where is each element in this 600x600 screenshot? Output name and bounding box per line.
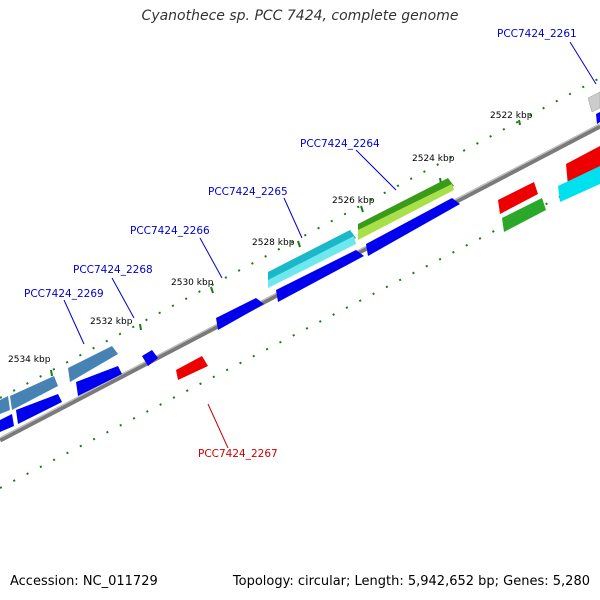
gene-2261-blue — [596, 112, 600, 124]
major-ticks — [50, 119, 521, 377]
gene-label-2264[interactable]: PCC7424_2264 — [300, 138, 380, 150]
gene-label-2265[interactable]: PCC7424_2265 — [208, 186, 288, 198]
gene-cyan-2 — [558, 166, 600, 202]
accession-text: Accession: NC_011729 — [10, 574, 158, 589]
gene-label-2266[interactable]: PCC7424_2266 — [130, 225, 210, 237]
gene-green-2 — [502, 198, 546, 232]
gene-2267 — [176, 356, 208, 380]
gene-2261 — [587, 91, 600, 113]
gene-label-2269[interactable]: PCC7424_2269 — [24, 288, 104, 300]
tick-label: 2522 kbp — [490, 111, 533, 121]
tick-label: 2534 kbp — [8, 355, 51, 365]
gene-blue-3 — [216, 298, 264, 330]
tick-label: 2528 kbp — [252, 238, 295, 248]
gene-blue-1 — [366, 198, 460, 256]
tick-label: 2532 kbp — [90, 317, 133, 327]
gene-2268 — [68, 346, 118, 382]
outer-tick-arc — [0, 77, 600, 399]
topology-text: Topology: circular; Length: 5,942,652 bp… — [232, 574, 590, 589]
gene-blue-5 — [142, 350, 158, 366]
gene-red-1 — [498, 182, 538, 214]
map-title: Cyanothece sp. PCC 7424, complete genome — [141, 8, 459, 24]
gene-blue-6 — [16, 394, 62, 424]
gene-2269 — [10, 376, 58, 410]
gene-labels: PCC7424_2261 PCC7424_2264 PCC7424_2265 P… — [24, 28, 577, 460]
gene-blue-2 — [276, 250, 364, 302]
gene-label-2261[interactable]: PCC7424_2261 — [497, 28, 577, 40]
tick-label: 2526 kbp — [332, 196, 375, 206]
gene-label-2267[interactable]: PCC7424_2267 — [198, 448, 278, 460]
tick-labels: 2522 kbp 2524 kbp 2526 kbp 2528 kbp 2530… — [8, 111, 533, 365]
gene-red-2 — [566, 146, 600, 186]
gene-blue-4 — [76, 366, 122, 396]
gene-features — [0, 91, 600, 432]
label-leaders — [63, 41, 597, 449]
gene-label-2268[interactable]: PCC7424_2268 — [73, 264, 153, 276]
tick-label: 2530 kbp — [171, 278, 214, 288]
tick-label: 2524 kbp — [412, 154, 455, 164]
